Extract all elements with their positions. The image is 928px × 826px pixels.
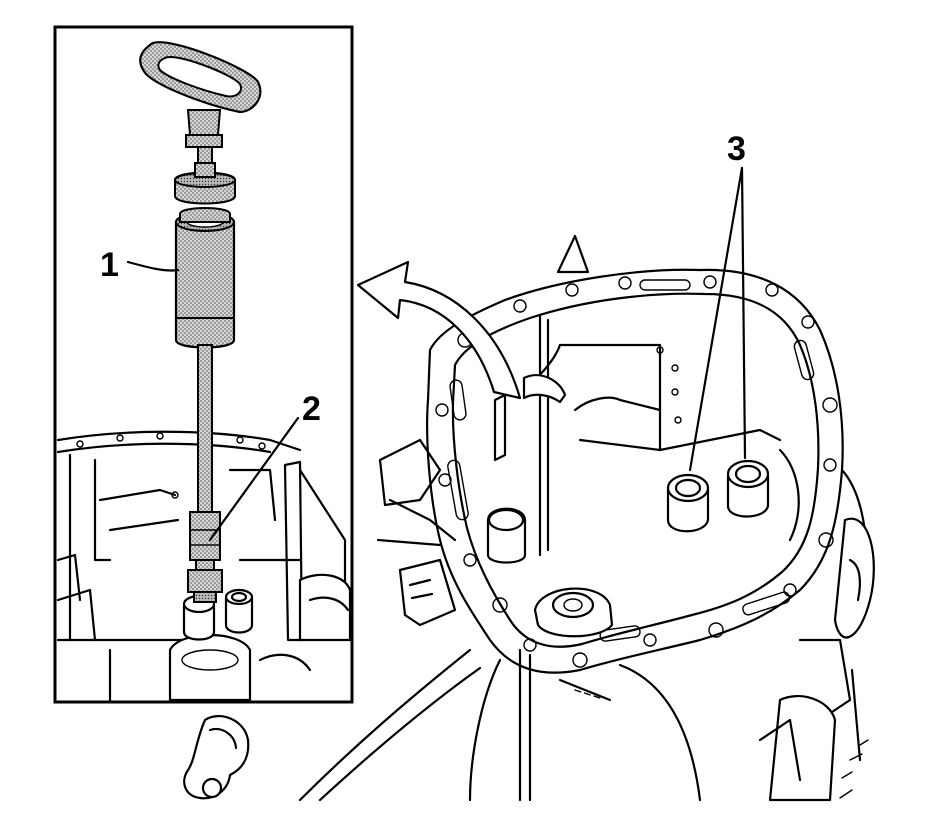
callout-3: 3 (727, 130, 746, 168)
lower-left-fragment (183, 715, 250, 800)
seal-remover-tool (187, 511, 223, 603)
curved-arrow-icon (356, 260, 522, 400)
leader-lines (126, 166, 747, 542)
callout-1: 1 (100, 246, 119, 284)
callout-2: 2 (302, 390, 321, 428)
slide-hammer-tool (139, 41, 262, 516)
transmission-case (298, 234, 875, 802)
inset-detail (53, 25, 354, 704)
accumulator-bores (666, 459, 770, 533)
inset-case (56, 430, 352, 702)
